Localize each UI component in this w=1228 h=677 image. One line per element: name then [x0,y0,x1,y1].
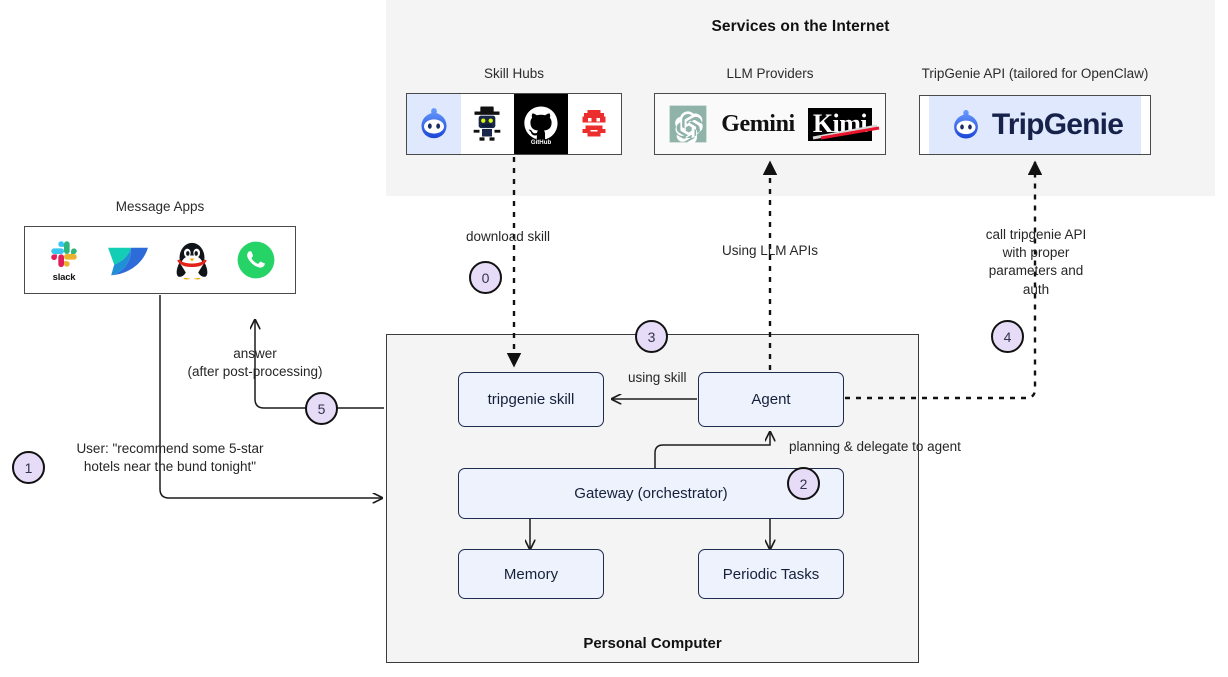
slack-logo: slack [32,227,96,293]
step-badge-1[interactable]: 1 [12,451,45,484]
call-api-line-1: call tripgenie API [985,227,1087,242]
tripgenie-logo [954,109,978,139]
edge-label-download-skill: download skill [466,229,551,244]
edge-label-planning-delegate: planning & delegate to agent [789,439,961,454]
user-request-line-2: hotels near the bund tonight" [83,459,257,475]
node-tripgenie-skill[interactable]: tripgenie skill [458,372,604,427]
tripgenie-logo-box: TripGenie [919,95,1151,155]
node-agent[interactable]: Agent [698,372,844,427]
svg-text:GitHub: GitHub [531,139,552,146]
skill-hubs-logo-box: GitHub [406,93,622,155]
step-badge-5[interactable]: 5 [305,392,338,425]
github-logo: GitHub [514,94,568,154]
call-api-line-2: with proper [1002,245,1070,261]
llm-providers-caption: LLM Providers [726,66,814,81]
pixel-robot-logo [567,94,621,154]
answer-line-1: answer [233,346,277,361]
edge-label-using-llm-apis: Using LLM APIs [722,243,819,258]
internet-panel-title: Services on the Internet [711,18,890,35]
step-badge-0[interactable]: 0 [469,261,502,294]
openclaw-genie-logo [407,94,461,154]
skill-hubs-caption: Skill Hubs [483,66,545,81]
user-request-line-1: User: "recommend some 5-star [76,441,264,456]
gemini-wordmark-text: Gemini [721,110,795,137]
llm-providers-logo-box: Gemini Kimi [654,93,886,155]
edge-label-call-tripgenie-api: call tripgenie API with proper parameter… [964,226,1108,299]
tripgenie-wordmark: TripGenie [991,108,1124,141]
call-api-line-3: parameters and [988,263,1084,279]
personal-computer-label: Personal Computer [583,635,722,652]
node-periodic-tasks[interactable]: Periodic Tasks [698,549,844,599]
edge-label-user-request: User: "recommend some 5-star hotels near… [55,440,285,476]
whatsapp-logo [224,227,288,293]
node-memory[interactable]: Memory [458,549,604,599]
call-api-line-4: auth [1022,281,1050,297]
step-badge-3[interactable]: 3 [635,320,668,353]
openai-logo [661,94,715,154]
smithery-robot-logo [460,94,514,154]
edge-label-using-skill: using skill [628,370,687,385]
tripgenie-lockup: TripGenie [929,96,1141,154]
kimi-wordmark: Kimi [801,94,880,154]
edge-label-answer: answer (after post-processing) [172,345,338,381]
node-gateway[interactable]: Gateway (orchestrator) [458,468,844,519]
step-badge-2[interactable]: 2 [787,467,820,500]
slack-wordmark: slack [52,272,76,283]
gemini-wordmark: Gemini [715,94,801,154]
tripgenie-api-caption: TripGenie API (tailored for OpenClaw) [921,66,1149,81]
message-apps-caption: Message Apps [115,199,205,214]
step-badge-4[interactable]: 4 [991,320,1024,353]
qq-penguin-logo [160,227,224,293]
message-apps-logo-box: slack [24,226,296,294]
dingtalk-logo [96,227,160,293]
answer-line-2: (after post-processing) [187,364,323,380]
